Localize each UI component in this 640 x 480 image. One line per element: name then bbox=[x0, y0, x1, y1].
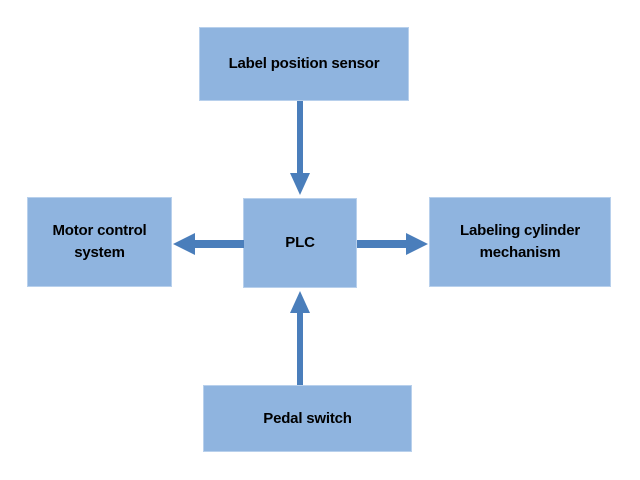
arrow-sensor-to-plc bbox=[288, 101, 312, 199]
node-plc[interactable]: PLC bbox=[243, 198, 357, 288]
node-labeling-cylinder-mechanism[interactable]: Labeling cylinder mechanism bbox=[429, 197, 611, 287]
node-label: Pedal switch bbox=[263, 409, 352, 427]
arrow-pedal-switch-to-plc bbox=[288, 288, 312, 385]
arrow-plc-to-motor-control bbox=[172, 230, 244, 258]
node-label: Label position sensor bbox=[228, 55, 380, 73]
node-label-position-sensor[interactable]: Label position sensor bbox=[199, 27, 409, 101]
node-pedal-switch[interactable]: Pedal switch bbox=[203, 385, 412, 452]
node-label: PLC bbox=[285, 234, 315, 252]
node-label: Motor control system bbox=[52, 222, 147, 261]
arrow-plc-to-labeling-cylinder bbox=[357, 230, 429, 258]
node-motor-control-system[interactable]: Motor control system bbox=[27, 197, 172, 287]
node-label: Labeling cylinder mechanism bbox=[460, 222, 580, 261]
